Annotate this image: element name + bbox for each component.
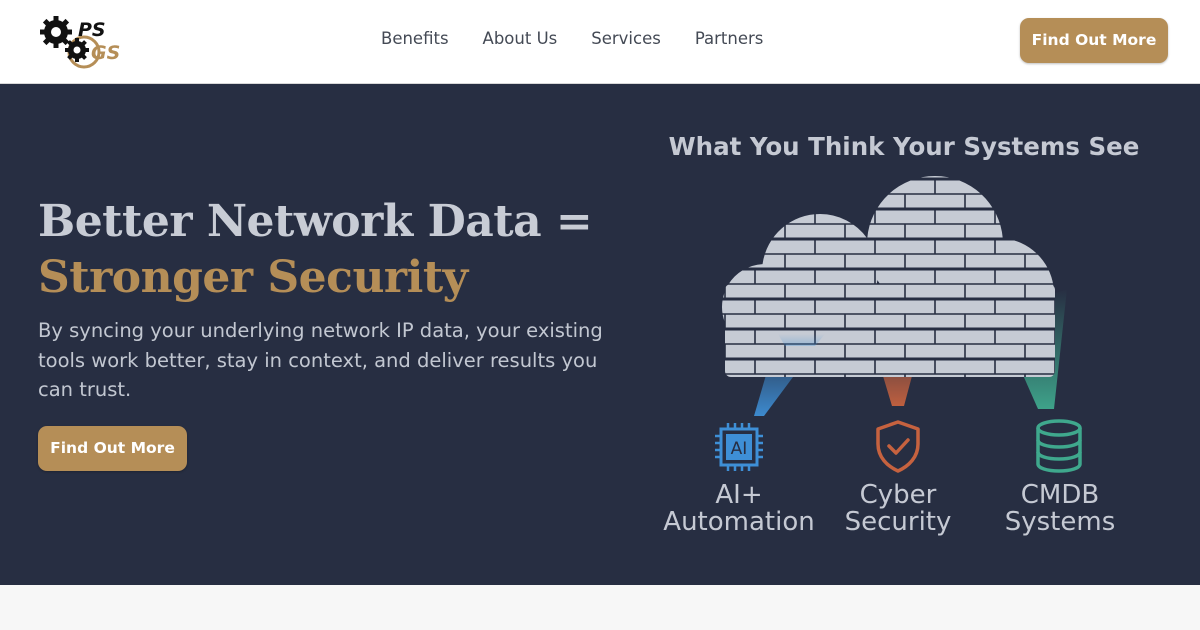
ai-chip-text: AI (731, 439, 748, 459)
cloud-brick-wall-icon (722, 176, 1055, 377)
nav-link-partners[interactable]: Partners (694, 29, 764, 48)
caption-ai-automation: AI+ Automation (663, 480, 815, 537)
hero-section: Better Network Data = Stronger Security … (0, 84, 1200, 585)
gears-icon: PS GS (40, 16, 120, 69)
next-section-band (0, 585, 1200, 630)
nav-find-out-more-button[interactable]: Find Out More (1020, 18, 1168, 63)
shield-check-icon (876, 420, 920, 473)
illustration-title: What You Think Your Systems See (668, 132, 1140, 161)
ai-chip-icon: AI (715, 423, 763, 471)
site-logo[interactable]: PS GS (36, 10, 122, 70)
nav-link-about-us[interactable]: About Us (482, 29, 558, 48)
nav-link-benefits[interactable]: Benefits (381, 29, 449, 48)
hero-headline-line1: Better Network Data = (38, 196, 593, 247)
caption-cyber-security: Cyber Security (844, 480, 952, 537)
hero-headline-line2: Stronger Security (38, 252, 468, 303)
main-menu: Benefits About Us Services Partners (381, 27, 797, 51)
nav-link-services[interactable]: Services (591, 29, 661, 48)
hero-subtext: By syncing your underlying network IP da… (38, 319, 603, 401)
top-nav-bar: PS GS Benefits About Us Services Partner… (0, 0, 1200, 84)
database-icon (1036, 419, 1082, 473)
systems-illustration: What You Think Your Systems See (640, 84, 1200, 585)
logo-text-bottom: GS (91, 42, 120, 64)
caption-cmdb-systems: CMDB Systems (1004, 480, 1116, 537)
cloud-diagram: AI (715, 176, 1082, 473)
logo-text-top: PS (78, 19, 106, 41)
hero-find-out-more-button[interactable]: Find Out More (38, 426, 187, 471)
